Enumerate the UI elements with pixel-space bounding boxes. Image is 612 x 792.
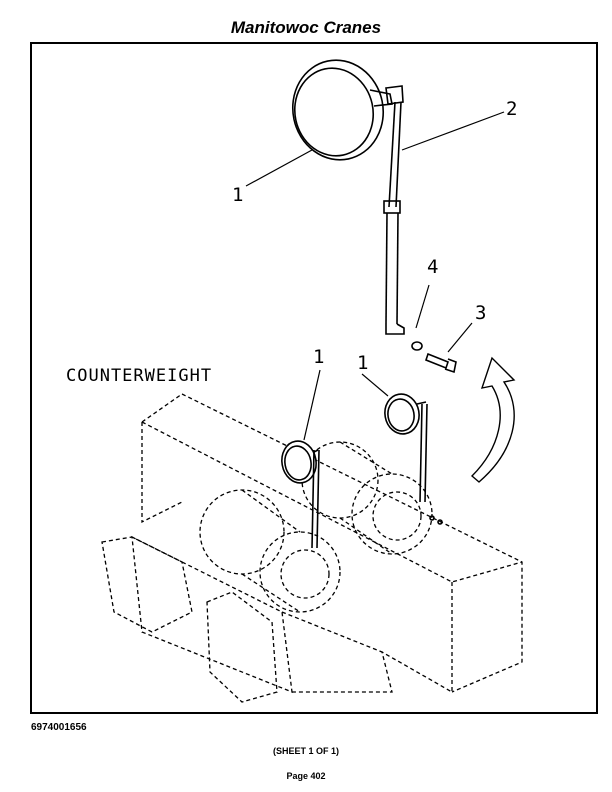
callout-4: 4 bbox=[427, 256, 439, 278]
callout-1-top: 1 bbox=[232, 184, 244, 206]
assembly-direction-arrow bbox=[470, 356, 516, 483]
page-header-title: Manitowoc Cranes bbox=[230, 18, 382, 37]
part-number: 6974001656 bbox=[31, 722, 87, 733]
sheet-indicator: (SHEET 1 OF 1) bbox=[272, 746, 339, 756]
mirror-arm-part-2 bbox=[383, 85, 405, 335]
mirror-part-1-left bbox=[281, 440, 320, 549]
mirror-part-1-large bbox=[291, 59, 393, 161]
bolt-part-3 bbox=[425, 352, 457, 374]
page-number: Page 402 bbox=[286, 771, 326, 781]
exploded-parts-diagram bbox=[101, 59, 523, 703]
illustration-frame: 1 2 4 3 1 1 COUNTERWEIGHT bbox=[30, 42, 598, 714]
callout-2: 2 bbox=[506, 98, 518, 120]
callout-1-left: 1 bbox=[313, 346, 325, 368]
mirror-part-1-right bbox=[384, 393, 443, 525]
callout-3: 3 bbox=[475, 302, 487, 324]
lock-washer-part-4 bbox=[411, 341, 423, 351]
counterweight-label: COUNTERWEIGHT bbox=[66, 366, 213, 386]
callout-1-right: 1 bbox=[357, 352, 369, 374]
